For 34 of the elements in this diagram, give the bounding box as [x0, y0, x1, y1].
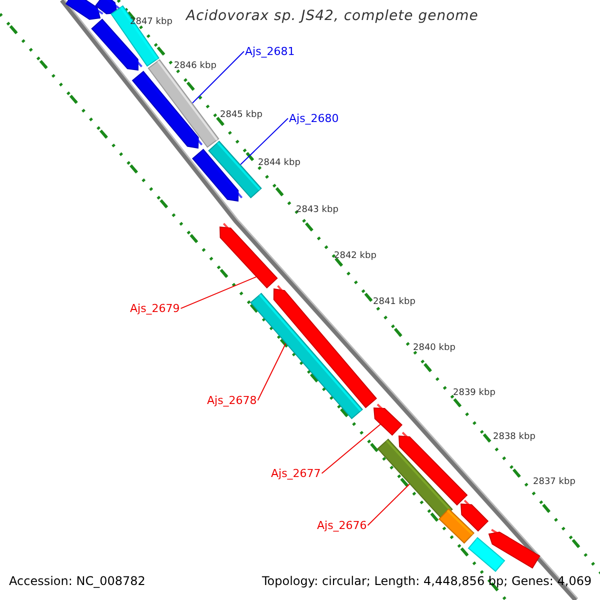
scale-label: 2841 kbp — [373, 298, 416, 308]
gene-label: Ajs_2676 — [317, 520, 367, 532]
scale-label: 2844 kbp — [258, 159, 300, 169]
gene-label: Ajs_2678 — [207, 395, 257, 408]
scale-label: 2843 kbp — [296, 206, 338, 216]
scale-label: 2846 kbp — [174, 62, 216, 72]
gene-segment — [468, 537, 506, 572]
leader-line — [180, 276, 257, 309]
gene-segment — [377, 438, 453, 520]
scale-label: 2840 kbp — [413, 344, 456, 354]
gene-segment — [438, 508, 474, 544]
info-text: Accession: NC_008782 — [9, 575, 146, 588]
gene-label: Ajs_2679 — [130, 303, 180, 316]
scale-label: 2842 kbp — [334, 252, 376, 262]
gene-segment — [132, 70, 203, 149]
gene-segment — [460, 500, 489, 532]
gene-label: Ajs_2680 — [289, 113, 339, 126]
gene-segment — [219, 222, 278, 288]
leader-line — [367, 484, 410, 526]
gene-segment — [192, 148, 243, 202]
gene-label: Ajs_2681 — [245, 46, 295, 58]
leader-line — [257, 343, 286, 401]
scale-label: 2837 kbp — [533, 478, 576, 488]
scale-label: 2839 kbp — [453, 389, 496, 399]
gene-segment — [373, 404, 402, 436]
scale-label: 2845 kbp — [220, 111, 262, 121]
gene-segment — [95, 0, 121, 14]
gene-label: Ajs_2677 — [271, 468, 321, 480]
leader-line — [321, 424, 381, 474]
title: Acidovorax sp. JS42, complete genome — [186, 9, 478, 24]
leader-line — [192, 50, 244, 104]
leader-line — [240, 118, 288, 165]
info-text: Topology: circular; Length: 4,448,856 bp; Genes: 4,069 — [262, 575, 592, 588]
scale-label: 2838 kbp — [493, 433, 536, 443]
